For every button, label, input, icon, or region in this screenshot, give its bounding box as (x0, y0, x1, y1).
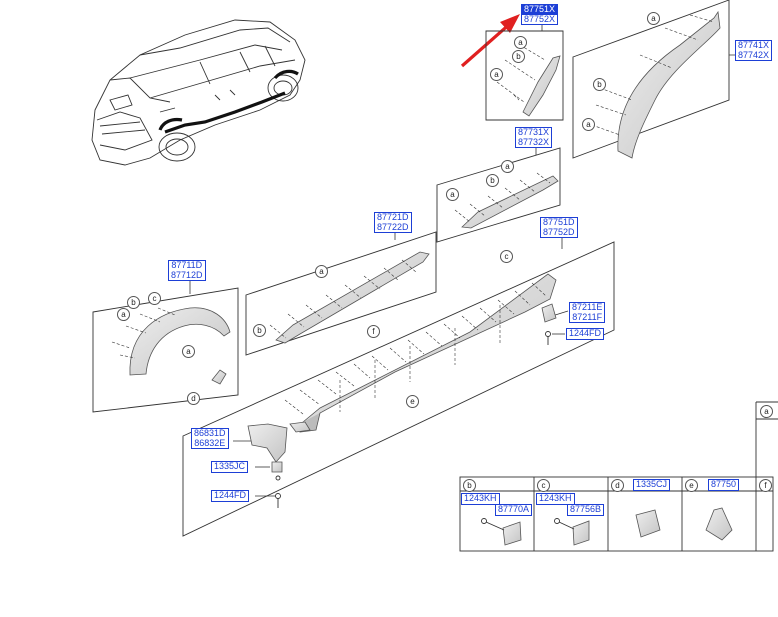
callout-text: 87752X (522, 13, 558, 24)
callout-87721d[interactable]: 87721D 87722D (374, 212, 412, 233)
callout-text: 87742X (738, 49, 770, 60)
letter-marker-a: a (582, 118, 595, 131)
callout-text: 87741X (738, 40, 770, 50)
legend-part-87756b[interactable]: 87756B (567, 504, 605, 516)
callout-text: 86831D (194, 428, 226, 438)
letter-marker-b: b (512, 50, 525, 63)
callout-87711d[interactable]: 87711D 87712D (168, 260, 206, 281)
callout-text: 87752D (543, 226, 575, 237)
callout-text: 1244FD (214, 490, 247, 500)
clip-leader-dashes (111, 14, 715, 415)
callout-text: 87721D (377, 212, 409, 222)
legend-letter-e: e (685, 479, 698, 492)
letter-marker-b: b (593, 78, 606, 91)
callout-text: 1243KH (464, 493, 497, 503)
letter-marker-a: a (117, 308, 130, 321)
legend-part-1243kh-c[interactable]: 1243KH (536, 493, 575, 505)
legend-letter-f: f (759, 479, 772, 492)
callout-87741x[interactable]: 87741X 87742X (735, 40, 773, 61)
legend-part-87770a[interactable]: 87770A (495, 504, 533, 516)
callout-text: 86832E (194, 437, 226, 448)
letter-marker-c: c (500, 250, 513, 263)
callout-text: 87711D (171, 260, 203, 270)
callout-87211e[interactable]: 87211E 87211F (569, 302, 606, 323)
letter-marker-e: e (406, 395, 419, 408)
legend-part-1335cj[interactable]: 1335CJ (633, 479, 671, 491)
callout-text: 1335JC (214, 461, 246, 471)
legend-letter-b: b (463, 479, 476, 492)
vehicle-moulding-highlight (158, 69, 299, 134)
callout-1244fd-right[interactable]: 1244FD (566, 328, 605, 340)
callout-86831d[interactable]: 86831D 86832E (191, 428, 229, 449)
callout-text: 87211F (572, 311, 603, 322)
callout-87751d[interactable]: 87751D 87752D (540, 217, 578, 238)
callout-1244fd-bottom[interactable]: 1244FD (211, 490, 250, 502)
callout-text: 87732X (518, 136, 550, 147)
letter-marker-f: f (367, 325, 380, 338)
letter-marker-b: b (127, 296, 140, 309)
letter-marker-a: a (182, 345, 195, 358)
letter-marker-b: b (486, 174, 499, 187)
callout-text: 87751X (524, 4, 556, 14)
highlight-arrow (460, 14, 520, 68)
letter-marker-a: a (647, 12, 660, 25)
callout-text: 87722D (377, 221, 409, 232)
fasteners (275, 331, 575, 531)
letter-marker-a: a (514, 36, 527, 49)
letter-marker-d: d (187, 392, 200, 405)
callout-87731x[interactable]: 87731X 87732X (515, 127, 553, 148)
vehicle-illustration (91, 19, 306, 166)
group-boxes (92, 0, 778, 552)
callout-text: 87756B (570, 504, 602, 514)
legend-letter-c: c (537, 479, 550, 492)
letter-marker-a: a (315, 265, 328, 278)
callout-text: 1335CJ (636, 479, 668, 489)
legend-letter-a: a (760, 405, 773, 418)
legend-part-1243kh-b[interactable]: 1243KH (461, 493, 500, 505)
callout-text: 87770A (498, 504, 530, 514)
letter-marker-a: a (501, 160, 514, 173)
callout-text: 87712D (171, 269, 203, 280)
letter-marker-a: a (446, 188, 459, 201)
callout-leaders (189, 24, 754, 497)
callout-text: 87731X (518, 127, 550, 137)
callout-87751x-highlighted[interactable]: 87751X 87752X (521, 4, 559, 25)
legend-part-87750[interactable]: 87750 (708, 479, 740, 491)
callout-text: 87750 (711, 479, 737, 489)
callout-text: 87211E (572, 302, 603, 312)
letter-marker-b: b (253, 324, 266, 337)
part-shapes (129, 10, 733, 546)
callout-1335jc[interactable]: 1335JC (211, 461, 249, 473)
legend-letter-d: d (611, 479, 624, 492)
letter-marker-c: c (148, 292, 161, 305)
callout-text: 87751D (543, 217, 575, 227)
callout-text: 1243KH (539, 493, 572, 503)
letter-marker-a: a (490, 68, 503, 81)
callout-text: 1244FD (569, 328, 602, 338)
